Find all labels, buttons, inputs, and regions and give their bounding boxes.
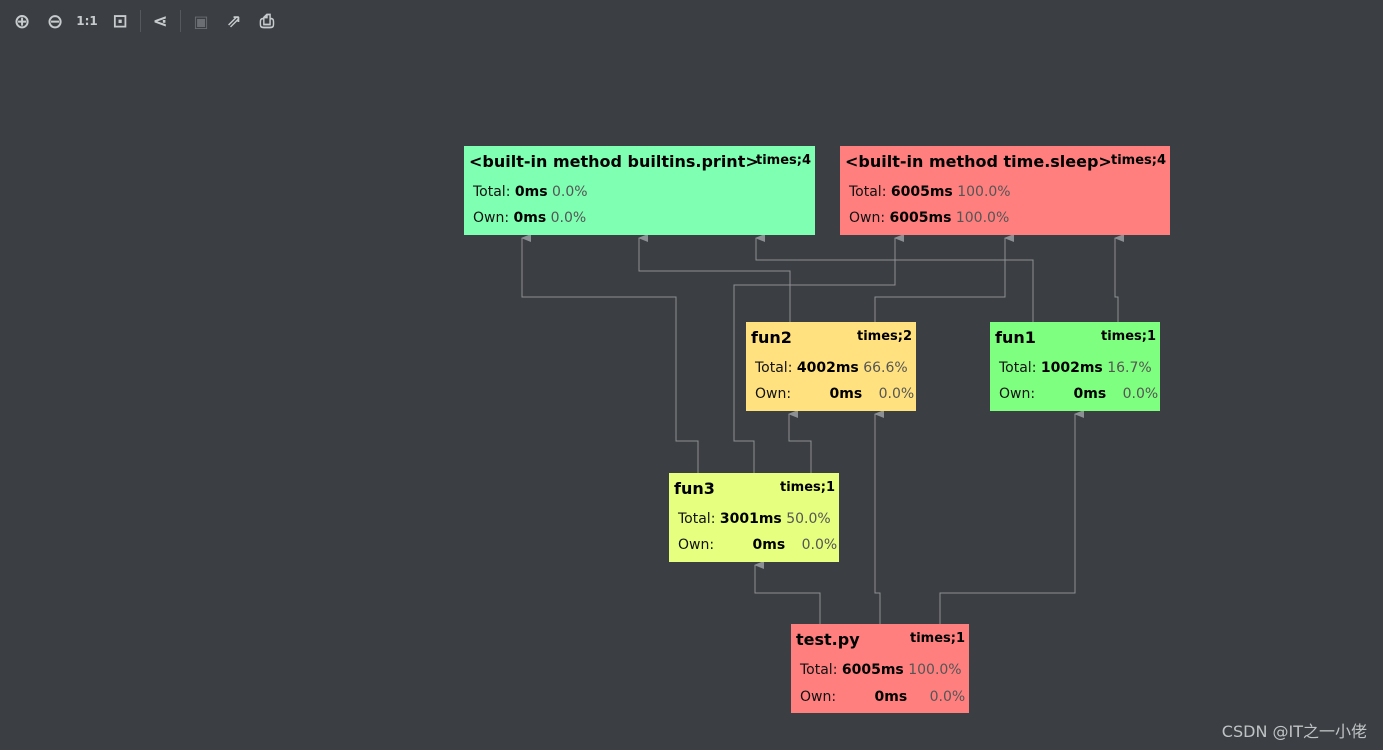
own-value: 0ms: [829, 386, 863, 402]
own-percent: 0.0%: [1122, 386, 1159, 402]
own-label: Own:: [678, 537, 715, 553]
node-total-row: Total: 6005ms 100.0%: [800, 662, 962, 678]
total-percent: 50.0%: [786, 511, 831, 527]
own-value: 0ms: [1073, 386, 1107, 402]
node-time-sleep[interactable]: <built-in method time.sleep> times;4 Tot…: [840, 146, 1170, 235]
edge-test-fun3: [754, 561, 821, 624]
toolbar-divider: [180, 10, 181, 32]
node-test-py[interactable]: test.py times;1 Total: 6005ms 100.0% Own…: [791, 624, 969, 713]
total-label: Total:: [473, 184, 511, 200]
own-label: Own:: [473, 210, 510, 226]
node-title: test.py: [796, 630, 860, 649]
total-label: Total:: [755, 360, 793, 376]
edge-fun1-sleep: [1114, 234, 1124, 322]
total-percent: 0.0%: [552, 184, 588, 200]
total-value: 0ms: [514, 184, 548, 200]
total-value: 1002ms: [1040, 360, 1103, 376]
zoom-in-icon[interactable]: ⊕: [13, 9, 31, 33]
edge-fun3-fun2: [788, 410, 812, 473]
edge-fun3-sleep: [733, 234, 904, 473]
total-label: Total:: [678, 511, 716, 527]
node-fun2[interactable]: fun2 times;2 Total: 4002ms 66.6% Own: 0m…: [746, 322, 916, 411]
node-title: <built-in method builtins.print>: [469, 152, 759, 171]
node-own-row: Own: 6005ms 100.0%: [849, 210, 1009, 226]
total-label: Total:: [800, 662, 838, 678]
edge-fun2-print: [638, 234, 791, 322]
own-value: 0ms: [874, 689, 908, 705]
node-total-row: Total: 3001ms 50.0%: [678, 511, 831, 527]
edge-fun2-sleep: [874, 234, 1014, 322]
node-times: times;1: [1100, 329, 1156, 344]
own-percent: 0.0%: [801, 537, 838, 553]
node-total-row: Total: 1002ms 16.7%: [999, 360, 1152, 376]
total-label: Total:: [999, 360, 1037, 376]
export-icon[interactable]: ⇗: [226, 10, 242, 32]
zoom-out-icon[interactable]: ⊖: [46, 9, 64, 33]
total-value: 6005ms: [890, 184, 953, 200]
own-percent: 0.0%: [929, 689, 966, 705]
total-value: 6005ms: [841, 662, 904, 678]
fit-content-icon[interactable]: ⊡: [112, 10, 128, 32]
own-percent: 100.0%: [955, 210, 1010, 226]
toolbar-divider: [140, 10, 141, 32]
node-title: fun1: [995, 328, 1036, 347]
own-value: 6005ms: [889, 210, 952, 226]
node-total-row: Total: 6005ms 100.0%: [849, 184, 1011, 200]
node-times: times;4: [755, 153, 811, 168]
own-label: Own:: [849, 210, 886, 226]
node-total-row: Total: 4002ms 66.6%: [755, 360, 908, 376]
own-label: Own:: [800, 689, 837, 705]
node-times: times;2: [856, 329, 912, 344]
save-icon[interactable]: ▣: [193, 11, 209, 31]
actual-size-button[interactable]: 1:1: [76, 14, 98, 28]
edge-fun1-print: [755, 234, 1034, 322]
total-percent: 100.0%: [908, 662, 962, 678]
node-own-row: Own: 0ms 0.0%: [755, 386, 914, 402]
total-percent: 66.6%: [863, 360, 908, 376]
own-label: Own:: [755, 386, 792, 402]
layout-icon[interactable]: ⋖: [152, 10, 168, 32]
node-builtins-print[interactable]: <built-in method builtins.print> times;4…: [464, 146, 815, 235]
toolbar: ⊕ ⊖ 1:1 ⊡ ⋖ ▣ ⇗ ⎙: [0, 0, 1383, 42]
own-value: 0ms: [752, 537, 786, 553]
node-total-row: Total: 0ms 0.0%: [473, 184, 588, 200]
total-percent: 16.7%: [1107, 360, 1152, 376]
print-icon[interactable]: ⎙: [259, 10, 275, 32]
watermark: CSDN @IT之一小佬: [1221, 722, 1367, 741]
node-own-row: Own: 0ms 0.0%: [800, 689, 965, 705]
node-times: times;4: [1110, 153, 1166, 168]
total-value: 3001ms: [719, 511, 782, 527]
node-own-row: Own: 0ms 0.0%: [999, 386, 1158, 402]
node-times: times;1: [779, 480, 835, 495]
node-fun1[interactable]: fun1 times;1 Total: 1002ms 16.7% Own: 0m…: [990, 322, 1160, 411]
own-label: Own:: [999, 386, 1036, 402]
edge-test-fun2: [874, 410, 884, 624]
node-fun3[interactable]: fun3 times;1 Total: 3001ms 50.0% Own: 0m…: [669, 473, 839, 562]
node-times: times;1: [909, 631, 965, 646]
node-title: <built-in method time.sleep>: [845, 152, 1112, 171]
edge-fun3-print: [521, 234, 699, 473]
own-percent: 0.0%: [878, 386, 915, 402]
node-title: fun2: [751, 328, 792, 347]
own-value: 0ms: [513, 210, 547, 226]
node-own-row: Own: 0ms 0.0%: [678, 537, 837, 553]
node-own-row: Own: 0ms 0.0%: [473, 210, 586, 226]
total-label: Total:: [849, 184, 887, 200]
total-value: 4002ms: [796, 360, 859, 376]
own-percent: 0.0%: [550, 210, 587, 226]
edge-test-fun1: [939, 410, 1084, 624]
total-percent: 100.0%: [957, 184, 1011, 200]
node-title: fun3: [674, 479, 715, 498]
